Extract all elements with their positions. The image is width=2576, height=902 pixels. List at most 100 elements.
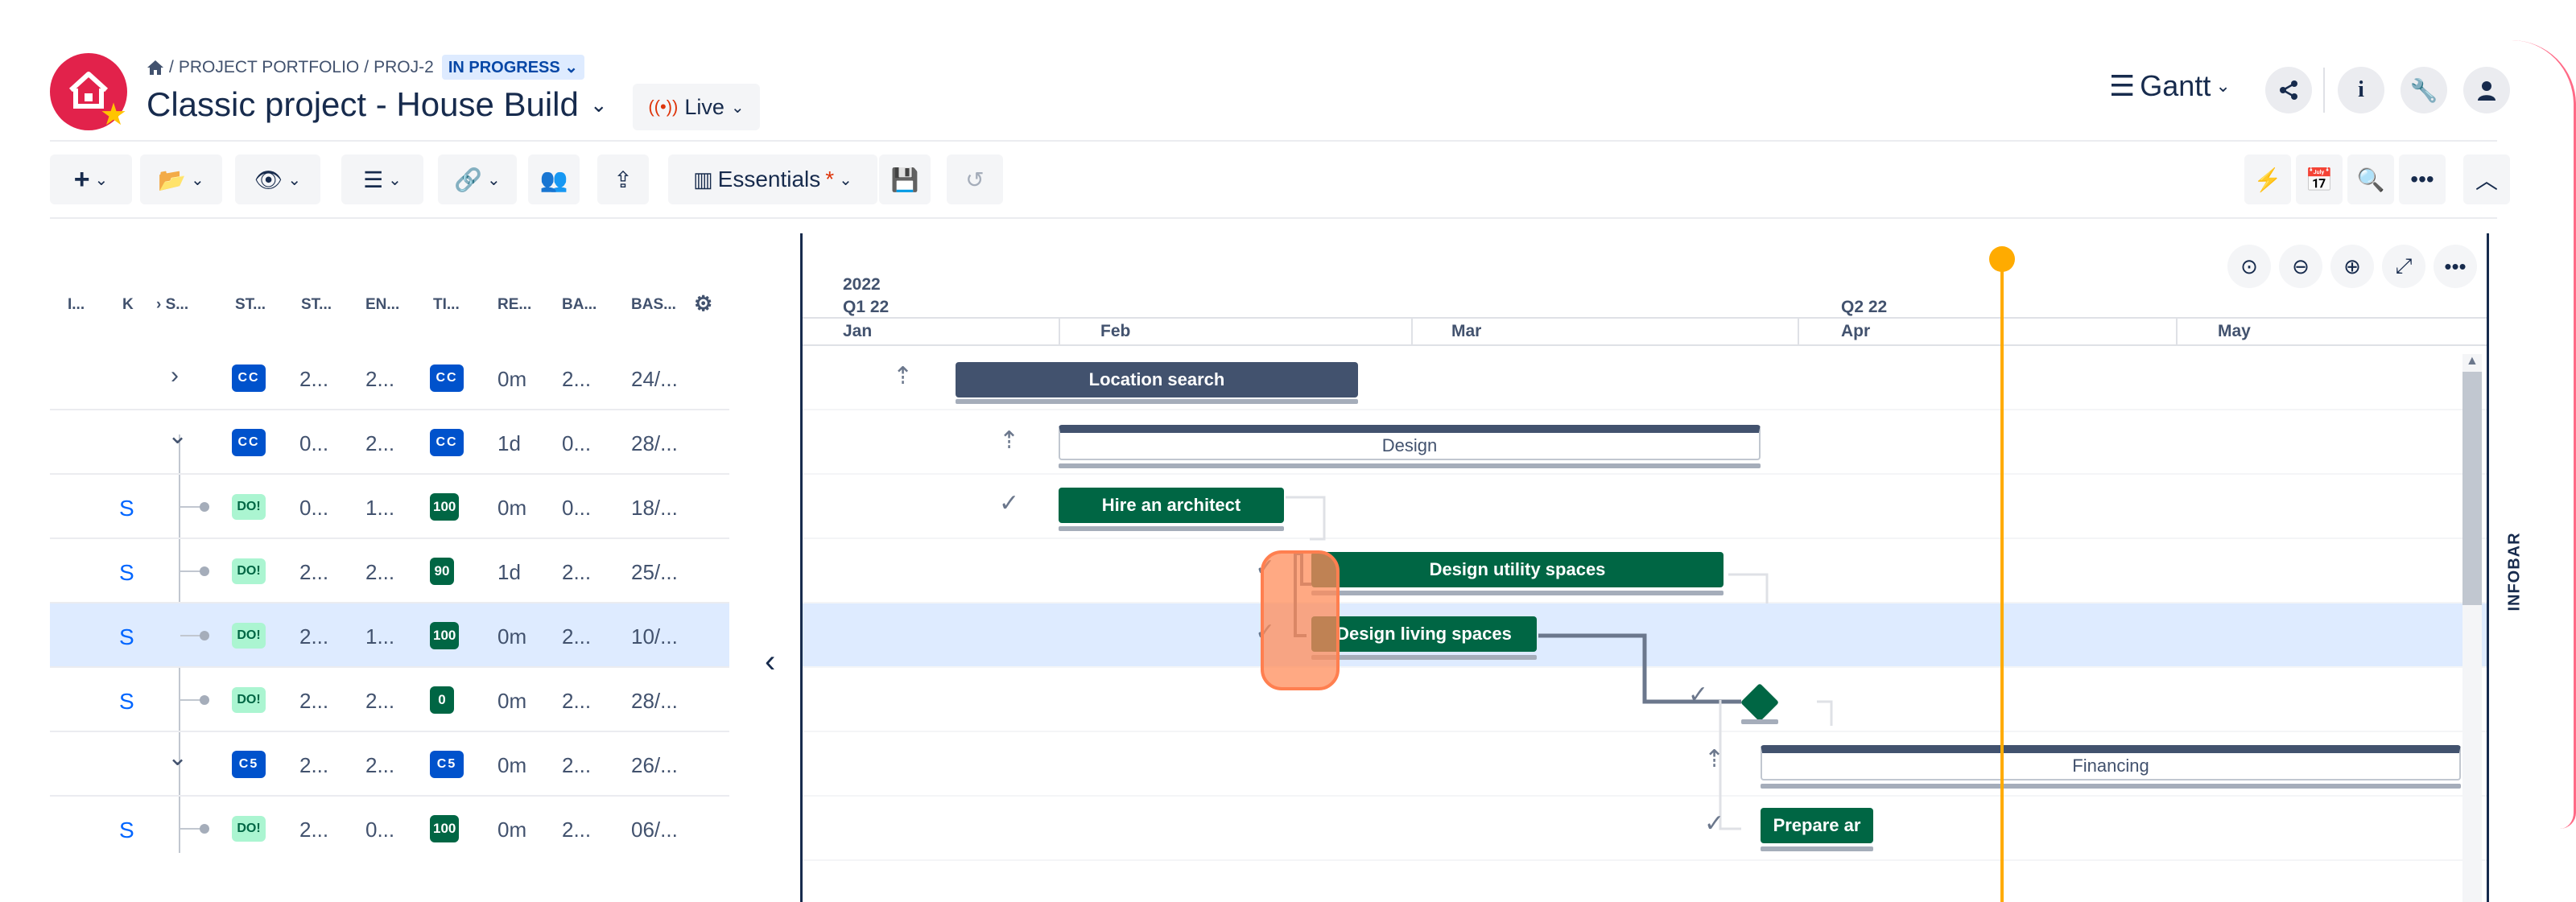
chevron-down-icon: ⌄ [388, 171, 402, 189]
start-cell: 0... [299, 431, 329, 455]
collapse-toolbar-button[interactable]: ︿ [2463, 154, 2510, 204]
undo-button[interactable]: ↺ [947, 154, 1003, 204]
tree-connector [180, 635, 204, 636]
share-button[interactable] [2265, 67, 2312, 113]
zoom-in-button[interactable]: ⊕ [2330, 245, 2374, 288]
end-cell: 1... [365, 624, 395, 649]
column-header[interactable]: ST... [235, 296, 266, 313]
open-button[interactable]: 📂⌄ [140, 154, 222, 204]
upload-icon: ⇡ [1704, 746, 1725, 772]
team-button[interactable]: 👥 [528, 154, 580, 204]
table-row[interactable]: S DO! 2... 2... 0 0m 2... 28/... [50, 668, 729, 732]
time-badge: CC [430, 365, 464, 392]
gantt-row [803, 797, 2487, 861]
breadcrumb-portfolio[interactable]: PROJECT PORTFOLIO [178, 57, 360, 76]
progress-badge: 100 [430, 815, 460, 842]
baseline-bar [1311, 591, 1724, 595]
zoom-out-button[interactable]: ⊖ [2279, 245, 2322, 288]
start-cell: 2... [299, 689, 329, 713]
type-cell: S [119, 560, 134, 585]
live-button[interactable]: ((•)) Live ⌄ [633, 84, 760, 130]
baseline-start-cell: 28/... [631, 689, 678, 713]
expand-chevron-icon[interactable]: › [171, 362, 179, 389]
fullscreen-button[interactable]: ⤢ [2382, 245, 2425, 288]
list-icon: ☰ [2109, 69, 2136, 102]
calendar-button[interactable]: 📅 [2296, 154, 2343, 204]
chevron-down-icon: ⌄ [730, 98, 745, 117]
tools-button[interactable]: 🔧 [2401, 67, 2447, 113]
breadcrumb-project-key[interactable]: PROJ-2 [374, 57, 434, 76]
start-cell: 2... [299, 818, 329, 842]
add-button[interactable]: +⌄ [50, 154, 132, 204]
user-button[interactable] [2463, 67, 2510, 113]
column-header[interactable]: BA... [562, 296, 597, 313]
baseline-bar [1741, 719, 1778, 724]
baseline-cell: 2... [562, 624, 592, 649]
project-avatar[interactable]: ★ [50, 53, 127, 130]
scroll-up-icon[interactable]: ▲ [2466, 354, 2479, 368]
summary-bar-design[interactable]: Design [1059, 425, 1761, 460]
save-button[interactable]: 💾 [879, 154, 931, 204]
task-bar-location-search[interactable]: Location search [956, 362, 1358, 397]
column-header[interactable]: RE... [497, 296, 532, 313]
table-row[interactable]: S DO! 2... 0... 100 0m 2... 06/... [50, 797, 729, 861]
task-bar-design-utility[interactable]: Design utility spaces [1311, 552, 1724, 587]
infobar-toggle[interactable]: INFOBAR [2499, 338, 2531, 805]
view-button[interactable]: 👁⌄ [235, 154, 320, 204]
target-icon: ⊙ [2240, 253, 2258, 278]
column-header[interactable]: TI... [433, 296, 460, 313]
gear-icon[interactable]: ⚙ [694, 291, 713, 315]
zoom-out-icon: ⊖ [2292, 253, 2310, 278]
baseline-start-cell: 24/... [631, 367, 678, 391]
house-icon [68, 72, 109, 109]
collapse-chevron-icon[interactable]: ⌄ [167, 422, 188, 449]
grid-header: I... K › S... ST... ST... EN... TI... RE… [50, 274, 729, 346]
status-badge: CC [232, 429, 266, 456]
table-row[interactable]: S DO! 2... 2... 90 1d 2... 25/... [50, 539, 729, 603]
view-switcher[interactable]: ☰ Gantt ⌄ [2109, 69, 2231, 103]
status-dropdown[interactable]: IN PROGRESS ⌄ [441, 55, 585, 80]
status-label: IN PROGRESS [448, 59, 560, 76]
table-row[interactable]: S DO! 0... 1... 100 0m 0... 18/... [50, 475, 729, 539]
live-broadcast-icon: ((•)) [648, 97, 679, 117]
more-button[interactable]: ••• [2399, 154, 2446, 204]
infobar-label: INFOBAR [2505, 531, 2524, 612]
task-bar-hire-architect[interactable]: Hire an architect [1059, 488, 1284, 523]
column-header[interactable]: EN... [365, 296, 400, 313]
info-button[interactable]: i [2338, 67, 2384, 113]
project-title[interactable]: Classic project - House Build ⌄ [147, 85, 608, 124]
month-label: May [2218, 322, 2251, 340]
gantt-chart[interactable]: 2022 Q1 22 Q2 22 Jan Feb Mar Apr May ⊙ ⊖… [800, 233, 2489, 902]
today-marker[interactable] [1989, 246, 2015, 272]
task-bar-prepare[interactable]: Prepare ar [1761, 808, 1873, 843]
table-row[interactable]: ⌄ CC 0... 2... CC 1d 0... 28/... [50, 410, 729, 475]
essentials-dropdown[interactable]: ▥ Essentials* ⌄ [668, 154, 877, 204]
table-row[interactable]: › CC 2... 2... CC 0m 2... 24/... [50, 346, 729, 410]
column-header[interactable]: BAS... [631, 296, 676, 313]
column-header[interactable]: I... [68, 296, 85, 313]
chevron-up-icon: ︿ [2475, 168, 2498, 193]
remaining-cell: 0m [497, 496, 527, 520]
gantt-more-button[interactable]: ••• [2434, 245, 2477, 288]
collapse-grid-chevron-icon[interactable]: ‹ [765, 644, 776, 679]
center-today-button[interactable]: ⊙ [2227, 245, 2271, 288]
type-cell: S [119, 689, 134, 714]
tree-connector [179, 797, 180, 845]
vertical-scrollbar[interactable]: ▲ [2462, 354, 2482, 902]
scrollbar-thumb[interactable] [2462, 372, 2482, 605]
summary-bar-financing[interactable]: Financing [1761, 745, 2461, 780]
column-header[interactable]: K [122, 296, 134, 313]
export-button[interactable]: ⇪ [597, 154, 649, 204]
table-row[interactable]: ⌄ C5 2... 2... C5 0m 2... 26/... [50, 732, 729, 797]
column-header[interactable]: ST... [301, 296, 332, 313]
column-header[interactable]: › S... [156, 296, 189, 313]
automation-button[interactable]: ⚡ [2244, 154, 2291, 204]
collapse-chevron-icon[interactable]: ⌄ [167, 744, 188, 771]
task-bar-design-living[interactable]: Design living spaces [1311, 616, 1537, 652]
home-icon[interactable] [147, 60, 164, 76]
columns-button[interactable]: ☰⌄ [341, 154, 423, 204]
search-button[interactable]: 🔍 [2347, 154, 2394, 204]
panel-edge-decoration [2512, 40, 2576, 829]
table-row-selected[interactable]: S DO! 2... 1... 100 0m 2... 10/... [50, 603, 729, 668]
link-button[interactable]: 🔗⌄ [438, 154, 517, 204]
